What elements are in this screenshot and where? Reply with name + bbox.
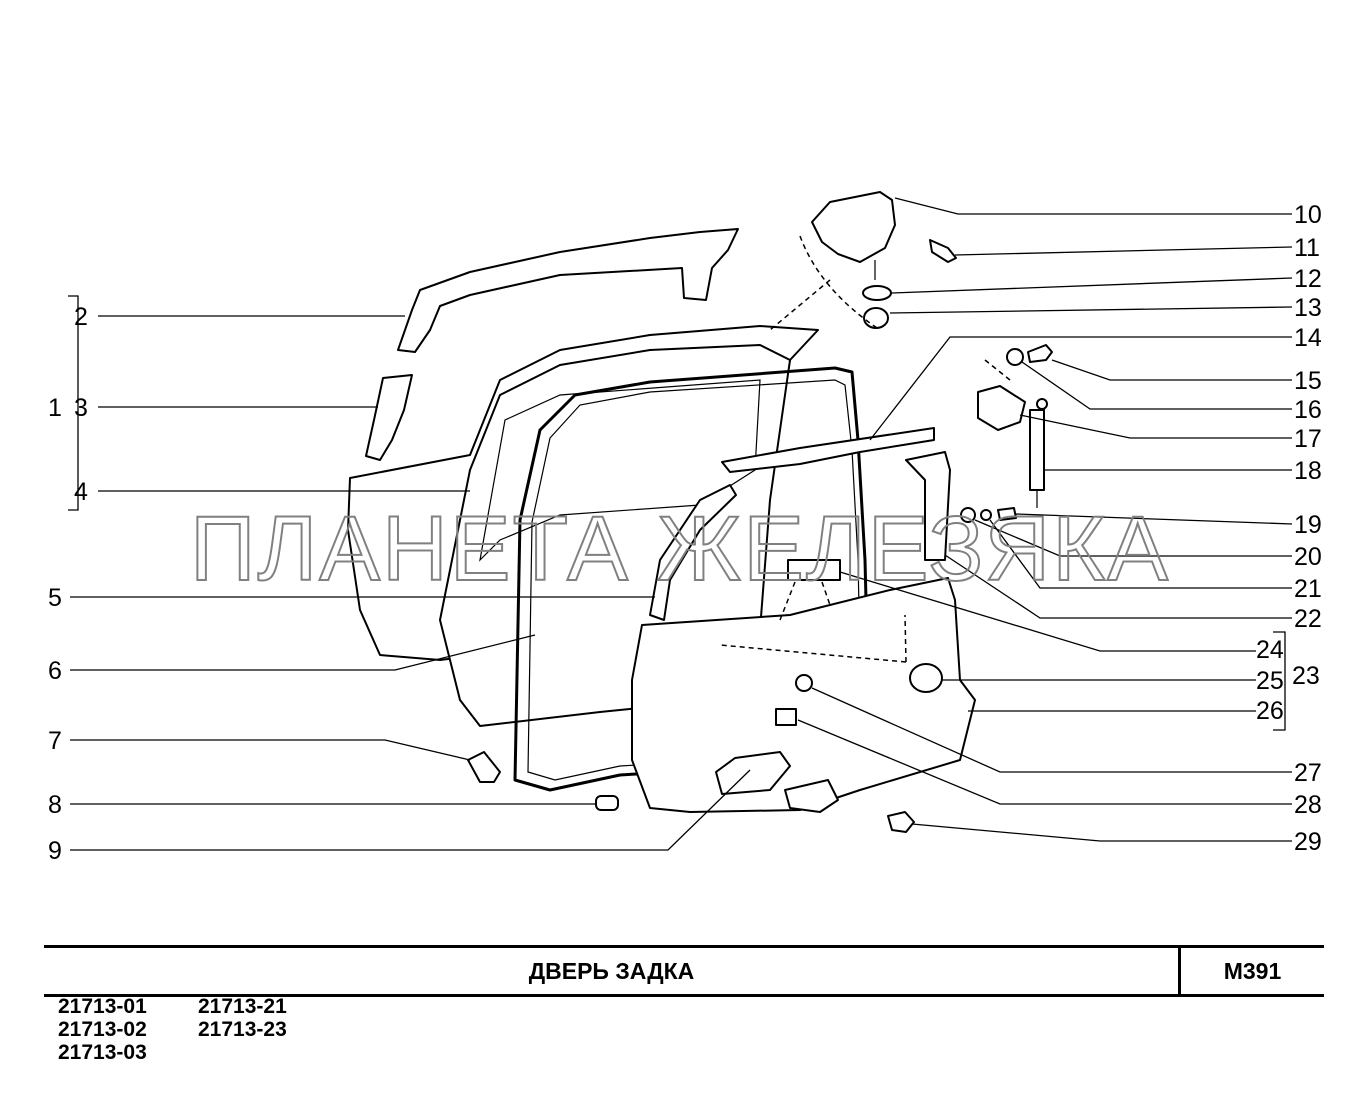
part-drawings bbox=[347, 191, 1053, 833]
callout-5: 5 bbox=[48, 584, 62, 612]
part-ball-pin-21 bbox=[997, 507, 1017, 521]
part-nut bbox=[863, 307, 889, 329]
part-right-pillar-trim bbox=[905, 451, 951, 561]
callout-15: 15 bbox=[1294, 367, 1322, 395]
callout-2: 2 bbox=[74, 303, 88, 331]
watermark-text: ПЛАНЕТА ЖЕЛЕЗЯКА bbox=[190, 498, 1170, 600]
part-washer bbox=[862, 285, 892, 301]
leader-lines bbox=[68, 197, 1293, 851]
callout-9: 9 bbox=[48, 837, 62, 865]
part-screw bbox=[795, 674, 813, 692]
diagram-title: ДВЕРЬ ЗАДКА bbox=[528, 958, 695, 984]
callout-19: 19 bbox=[1294, 511, 1322, 539]
callout-29: 29 bbox=[1294, 828, 1322, 856]
model-code: 21713-03 bbox=[58, 1041, 147, 1064]
callout-12: 12 bbox=[1294, 265, 1322, 293]
assembly-line-clips bbox=[719, 644, 907, 663]
diagram-code: M391 bbox=[1223, 958, 1282, 984]
part-plug bbox=[909, 663, 943, 693]
callout-numbers: 1 2 3 4 5 6 7 8 9 10 11 12 13 14 15 16 1… bbox=[48, 201, 1322, 865]
callout-3: 3 bbox=[74, 394, 88, 422]
part-bumper bbox=[467, 751, 501, 783]
callout-7: 7 bbox=[48, 727, 62, 755]
callout-25: 25 bbox=[1256, 667, 1284, 695]
callout-22: 22 bbox=[1294, 605, 1322, 633]
callout-14: 14 bbox=[1294, 324, 1322, 352]
callout-4: 4 bbox=[74, 478, 88, 506]
callout-13: 13 bbox=[1294, 294, 1322, 322]
part-handle-cover bbox=[784, 779, 839, 813]
part-trim-panel bbox=[631, 577, 976, 813]
part-bolt bbox=[929, 239, 957, 263]
part-washer-19 bbox=[960, 507, 976, 523]
callout-10: 10 bbox=[1294, 201, 1322, 229]
callout-21: 21 bbox=[1294, 575, 1322, 603]
callout-17: 17 bbox=[1294, 425, 1322, 453]
part-sleeve bbox=[595, 795, 619, 811]
part-pillar-trim bbox=[649, 484, 737, 621]
assembly-line-hinge bbox=[769, 279, 831, 331]
assembly-line-up bbox=[904, 614, 907, 663]
callout-27: 27 bbox=[1294, 759, 1322, 787]
part-bracket bbox=[775, 708, 797, 726]
part-handle bbox=[715, 751, 791, 795]
title-divider bbox=[1178, 948, 1181, 994]
model-code: 21713-02 bbox=[58, 1018, 147, 1041]
callout-16: 16 bbox=[1294, 396, 1322, 424]
part-gas-strut-end bbox=[1036, 398, 1048, 410]
part-upper-trim bbox=[397, 228, 739, 353]
callout-11: 11 bbox=[1294, 234, 1320, 262]
callout-8: 8 bbox=[48, 791, 62, 819]
part-strut-bracket bbox=[977, 385, 1026, 431]
part-side-trim bbox=[365, 374, 413, 461]
part-washer-20 bbox=[980, 509, 992, 521]
part-seal-inner bbox=[527, 379, 863, 781]
callout-26: 26 bbox=[1256, 697, 1284, 725]
callout-23: 23 bbox=[1292, 662, 1320, 690]
callout-28: 28 bbox=[1294, 791, 1322, 819]
callout-6: 6 bbox=[48, 657, 62, 685]
assembly-arc bbox=[799, 235, 881, 331]
part-gas-strut bbox=[1029, 409, 1045, 491]
part-clip bbox=[887, 811, 915, 833]
callout-20: 20 bbox=[1294, 543, 1322, 571]
part-washer-16 bbox=[1006, 348, 1024, 366]
part-upper-lining bbox=[721, 427, 935, 473]
callout-24: 24 bbox=[1256, 636, 1284, 664]
part-seal bbox=[513, 366, 872, 792]
assembly-line-block-b bbox=[821, 581, 831, 606]
assembly-line-strut bbox=[984, 359, 1011, 381]
part-bolt-15 bbox=[1027, 344, 1053, 363]
model-code: 21713-21 bbox=[198, 995, 287, 1018]
assembly-line-block-a bbox=[779, 581, 796, 621]
model-code: 21713-23 bbox=[198, 1018, 287, 1041]
model-code: 21713-01 bbox=[58, 995, 147, 1018]
part-clip-block bbox=[787, 559, 841, 581]
title-block: ДВЕРЬ ЗАДКА M391 bbox=[44, 945, 1324, 997]
callout-1: 1 bbox=[48, 394, 62, 422]
part-hinge bbox=[811, 191, 896, 263]
callout-18: 18 bbox=[1294, 457, 1322, 485]
